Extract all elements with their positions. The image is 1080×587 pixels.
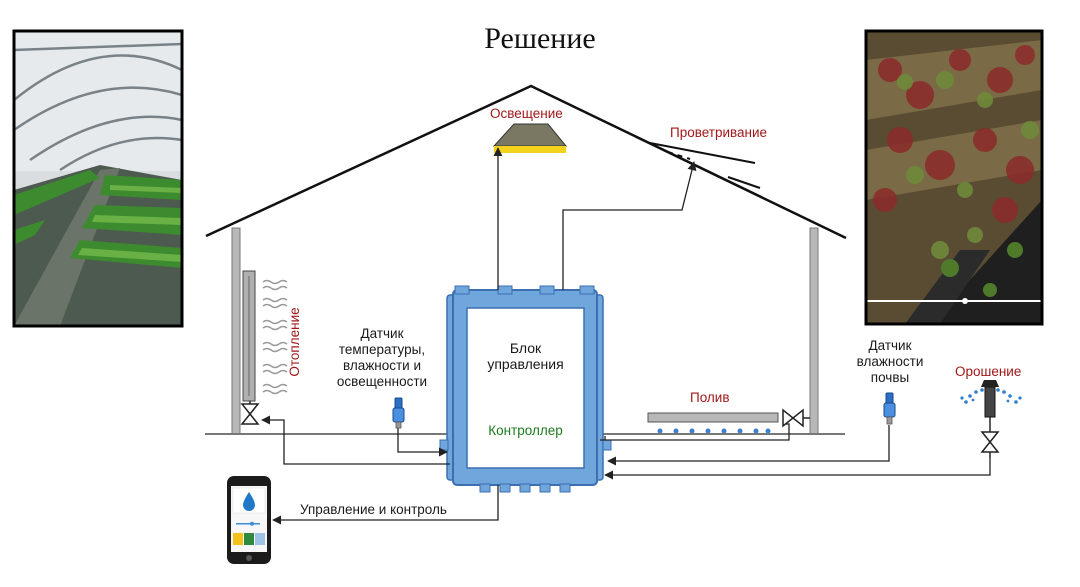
greenhouse-outline (205, 84, 847, 435)
smartphone-icon (227, 476, 271, 564)
plants-photo (864, 29, 1044, 326)
irrigation-label: Орошение (955, 364, 1022, 379)
soil-sensor-label: Датчик влажности почвы (856, 338, 924, 385)
temp-sensor-label: Датчик температуры, влажности и освещенн… (336, 326, 428, 389)
controller-label: Контроллер (488, 423, 563, 438)
lighting-label: Освещение (490, 106, 563, 121)
control-unit-label: Блок управления (487, 340, 564, 372)
watering-pipe (647, 412, 779, 434)
page-title: Решение (484, 22, 596, 55)
sensor-icon (883, 392, 896, 425)
watering-label: Полив (690, 390, 730, 405)
controller-box (439, 285, 612, 493)
lamp-icon (492, 123, 568, 153)
valve-icon (240, 401, 260, 425)
heating-label: Отопление (287, 307, 302, 377)
sprinkler-icon (960, 380, 1022, 458)
sensor-icon (392, 397, 405, 429)
ventilation-label: Проветривание (670, 125, 768, 140)
greenhouse-photo (12, 29, 184, 328)
management-label: Управление и контроль (300, 502, 447, 517)
ventilation-window (649, 142, 761, 189)
valve-icon (782, 408, 810, 428)
radiator-icon (242, 270, 288, 402)
